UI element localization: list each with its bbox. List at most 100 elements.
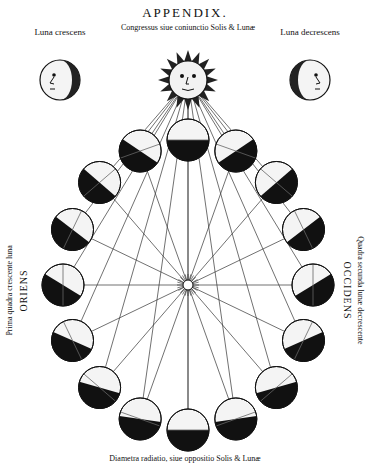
visible-terminator <box>260 169 292 196</box>
sun-eye <box>192 74 196 78</box>
visible-terminator <box>84 169 116 196</box>
moon-outline <box>282 209 324 251</box>
moon-outline <box>255 161 297 203</box>
sun-ray <box>184 50 191 61</box>
moon <box>42 264 84 306</box>
visible-terminator <box>294 211 312 249</box>
moon-outline <box>215 398 257 440</box>
sight-line <box>188 171 229 285</box>
moon <box>52 319 94 361</box>
moon-outline <box>119 130 161 172</box>
moon <box>282 209 324 251</box>
phase-label: Diametra radiatio, siue oppositio Solis … <box>105 455 265 464</box>
moon-outline <box>79 161 121 203</box>
visible-terminator <box>63 264 64 306</box>
moon-dark-half <box>119 139 157 172</box>
visible-terminator <box>167 430 209 431</box>
phase-label: Luna decrescens <box>275 28 345 38</box>
moon-outline <box>292 264 334 306</box>
sun-ray-line <box>81 98 180 321</box>
visible-terminator <box>120 412 160 426</box>
visible-terminator <box>63 211 81 249</box>
moon-outline <box>167 409 209 451</box>
sun-ray <box>184 99 191 110</box>
visible-terminator <box>84 374 116 401</box>
moon-face-mouth <box>50 89 55 90</box>
visible-terminator <box>216 412 256 426</box>
sight-line <box>147 285 188 399</box>
moon-outline <box>79 367 121 409</box>
quarter-label: Prima quadra crescente luna <box>6 245 15 335</box>
moon-outline <box>52 319 94 361</box>
sun-eye <box>180 74 184 78</box>
moon-dark-half <box>119 416 161 440</box>
moon-dark-half <box>79 169 116 204</box>
sight-line <box>84 285 188 286</box>
moon-face-nose <box>316 77 320 84</box>
moon-outline <box>282 319 324 361</box>
sight-line <box>188 285 263 372</box>
moon-dark-half <box>218 139 256 172</box>
visible-terminator <box>120 144 160 158</box>
moon-dark-half <box>256 382 297 409</box>
moon <box>167 119 209 161</box>
sight-line <box>113 198 188 285</box>
direction-label: OCCIDENS <box>341 261 352 319</box>
moon <box>52 209 94 251</box>
moon-outline <box>167 119 209 161</box>
moon <box>215 130 257 172</box>
sight-line <box>188 239 285 285</box>
visible-terminator <box>216 144 256 158</box>
visible-terminator <box>167 140 209 141</box>
moon <box>79 367 121 409</box>
phase-label: Luna crescens <box>30 28 90 38</box>
moon-dark-half <box>295 274 334 306</box>
moon-face-mouth <box>315 89 320 90</box>
moon-face-disc <box>290 60 330 100</box>
moon-outline <box>255 367 297 409</box>
moon-face-eye <box>314 73 318 77</box>
moon-face-nose <box>50 77 54 84</box>
moon-dark-half <box>167 140 209 161</box>
sun-ray <box>158 76 169 83</box>
sight-line <box>113 285 188 372</box>
moon-outline <box>52 209 94 251</box>
moon-face-eye <box>52 73 56 77</box>
visible-terminator <box>63 322 81 360</box>
sight-line <box>188 285 229 399</box>
direction-label: ORIENS <box>18 269 29 311</box>
sun-nose <box>186 77 189 84</box>
earth <box>183 280 193 290</box>
moon <box>282 319 324 361</box>
moon <box>255 161 297 203</box>
moon-dark-half <box>215 416 257 440</box>
moon <box>215 398 257 440</box>
sight-line <box>188 285 285 331</box>
sight-line <box>147 171 188 285</box>
sight-line <box>188 198 263 285</box>
moon-outline <box>119 398 161 440</box>
moon-outline <box>215 130 257 172</box>
sight-line <box>91 239 188 285</box>
phase-label: Congressus siue coniunctio Solis & Lunæ <box>120 24 256 33</box>
moon-outline <box>42 264 84 306</box>
moon <box>79 161 121 203</box>
moon-dark-half <box>167 430 209 451</box>
sight-line <box>91 285 188 331</box>
sun-ray-line <box>196 98 295 321</box>
sight-line <box>188 285 292 286</box>
sun-mouth <box>182 89 194 91</box>
moon-crescent <box>60 60 80 100</box>
moon <box>119 398 161 440</box>
visible-terminator <box>313 264 314 306</box>
moon-face-disc <box>40 60 80 100</box>
moon-dark-half <box>260 169 297 204</box>
moon-crescent <box>290 60 310 100</box>
moon <box>167 409 209 451</box>
moon <box>255 367 297 409</box>
moon <box>292 264 334 306</box>
moon <box>119 130 161 172</box>
sun-ray <box>207 76 218 83</box>
